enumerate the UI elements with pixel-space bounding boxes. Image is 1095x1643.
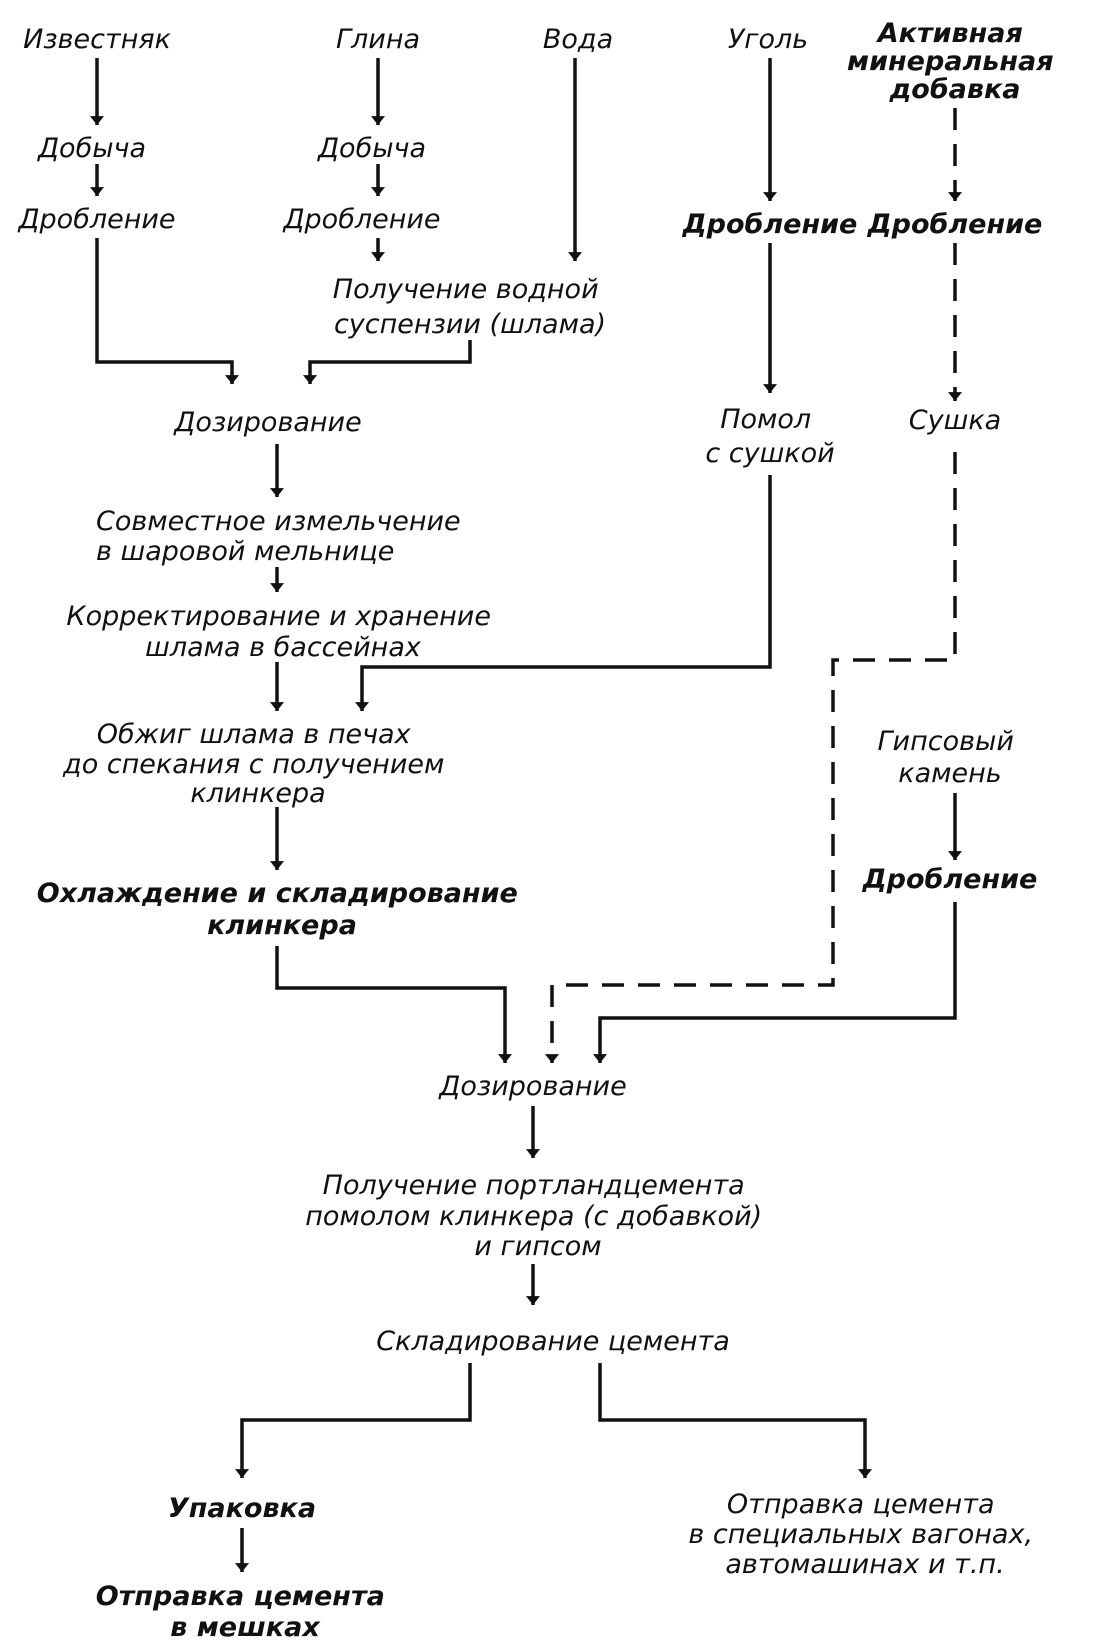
node-gypsum: Гипсовый камень (878, 726, 1023, 789)
connector-storage-to-bulk-shipping (598, 1363, 872, 1478)
node-additive-line-2: минеральная (847, 46, 1054, 77)
node-additive-line-3: добавка (888, 74, 1020, 105)
node-bag-shipping: Отправка цемента в мешках (96, 1581, 394, 1643)
node-bag-shipping-line-2: в мешках (170, 1612, 321, 1643)
connector-cooling-to-dosing-2 (275, 946, 512, 1063)
node-additive-line-1: Активная (876, 18, 1023, 49)
node-clay-crushing: Дробление (282, 204, 440, 235)
connectors (90, 58, 962, 1572)
node-packing: Упаковка (168, 1493, 316, 1524)
node-gypsum-line-1: Гипсовый (878, 726, 1014, 757)
node-bulk-shipping-line-2: в специальных вагонах, (688, 1519, 1033, 1550)
node-firing-line-2: до спекания с получением (62, 749, 444, 780)
node-limestone-crushing: Дробление (17, 204, 175, 235)
node-cooling-line-2: клинкера (207, 910, 357, 941)
node-cooling-line-1: Охлаждение и складирование (37, 878, 518, 909)
connector-additive-drying-to-dosing-2 (545, 452, 957, 1063)
node-limestone: Известняк (23, 24, 172, 55)
node-dosing-1: Дозирование (173, 407, 361, 438)
connector-storage-to-packing (235, 1363, 472, 1478)
node-joint-grinding-line-1: Совместное измельчение (96, 506, 461, 537)
node-correction-line-2: шлама в бассейнах (145, 632, 422, 663)
node-additive-drying: Сушка (909, 405, 1001, 436)
node-joint-grinding: Совместное измельчение в шаровой мельниц… (96, 506, 469, 567)
node-clay-mining: Добыча (317, 133, 426, 164)
connector-limestone-crushing-to-dosing (95, 238, 239, 385)
node-cement-production-line-3: и гипсом (474, 1231, 601, 1262)
node-firing-line-1: Обжиг шлама в печах (97, 719, 412, 750)
node-dosing-2: Дозирование (438, 1071, 626, 1102)
node-slurry-line-2: суспензии (шлама) (334, 309, 606, 340)
node-coal-crushing: Дробление (682, 209, 858, 240)
node-clay: Глина (336, 24, 420, 55)
node-coal-grinding-line-1: Помол (720, 404, 811, 435)
node-gypsum-line-2: камень (898, 758, 1001, 789)
connector-gypsum-crushing-to-dosing-2 (593, 902, 957, 1063)
node-water: Вода (543, 24, 613, 55)
node-coal-grinding: Помол с сушкой (705, 404, 834, 469)
node-limestone-mining: Добыча (37, 133, 146, 164)
node-cement-production: Получение портландцемента помолом клинке… (305, 1170, 771, 1262)
node-correction: Корректирование и хранение шлама в бассе… (66, 601, 499, 663)
node-cement-production-line-1: Получение портландцемента (323, 1170, 745, 1201)
node-correction-line-1: Корректирование и хранение (66, 601, 491, 632)
node-coal-grinding-line-2: с сушкой (705, 438, 834, 469)
node-bulk-shipping: Отправка цемента в специальных вагонах, … (688, 1489, 1041, 1580)
node-bag-shipping-line-1: Отправка цемента (96, 1581, 385, 1612)
node-firing: Обжиг шлама в печах до спекания с получе… (62, 719, 453, 809)
node-slurry-line-1: Получение водной (333, 274, 599, 305)
connector-coal-grinding-to-firing (355, 475, 772, 711)
node-slurry: Получение водной суспензии (шлама) (333, 274, 607, 340)
node-gypsum-crushing: Дробление (862, 864, 1038, 895)
node-additive-crushing: Дробление (867, 209, 1043, 240)
node-cement-storage: Складирование цемента (376, 1326, 730, 1357)
node-cement-production-line-2: помолом клинкера (с добавкой) (305, 1201, 762, 1232)
node-firing-line-3: клинкера (190, 778, 325, 809)
connector-slurry-to-dosing (303, 340, 472, 385)
labels: Известняк Глина Вода Уголь Активная мине… (17, 18, 1063, 1643)
node-bulk-shipping-line-1: Отправка цемента (727, 1489, 995, 1520)
node-joint-grinding-line-2: в шаровой мельнице (96, 536, 394, 567)
node-bulk-shipping-line-3: автомашинах и т.п. (725, 1549, 1004, 1580)
node-cooling: Охлаждение и складирование клинкера (37, 878, 527, 941)
node-additive: Активная минеральная добавка (847, 18, 1063, 105)
node-coal: Уголь (728, 24, 808, 55)
